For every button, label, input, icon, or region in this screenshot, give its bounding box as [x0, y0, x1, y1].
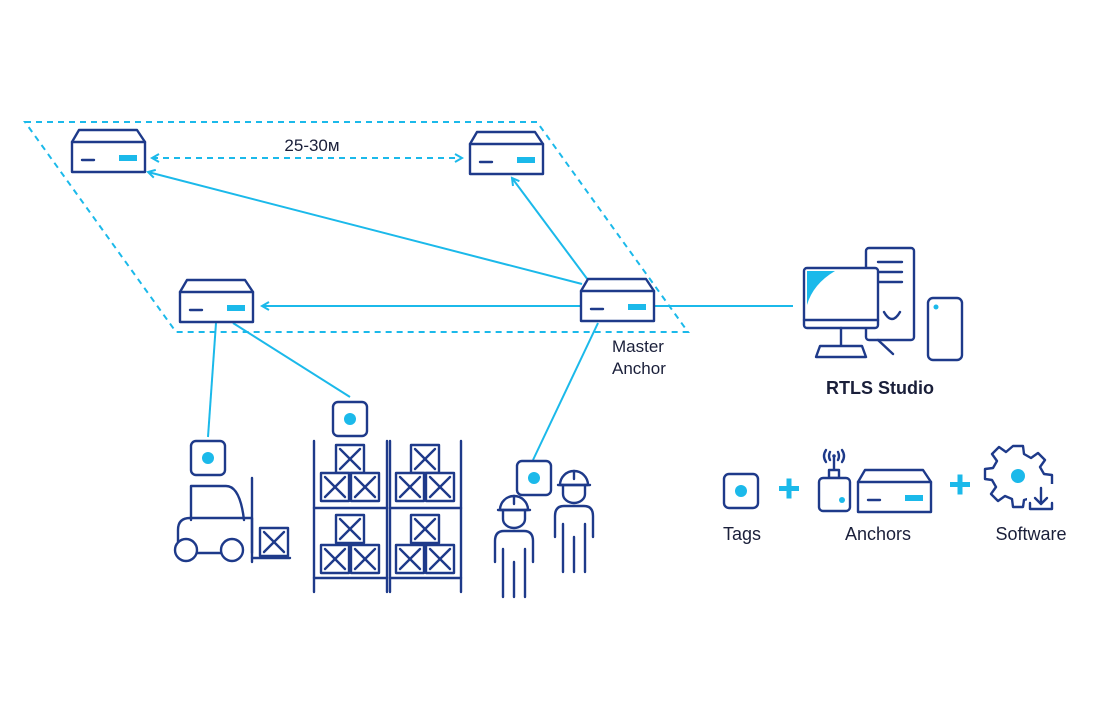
coverage-zone [23, 121, 690, 333]
antenna-icon [817, 448, 852, 513]
anchor-icon [468, 130, 545, 176]
software-label: Software [995, 524, 1066, 544]
warehouse-rack-icon [312, 439, 463, 594]
master-anchor-label-line2: Anchor [612, 359, 666, 378]
tag-connections [207, 322, 599, 461]
smartphone-icon [926, 296, 964, 362]
worker-icon [493, 494, 535, 599]
anchor-icon [70, 128, 147, 174]
tag-icon [515, 459, 553, 497]
tag-icon [722, 472, 760, 510]
forklift-icon [173, 476, 292, 564]
anchor-icon [856, 468, 933, 514]
distance-label: 25-30м [284, 136, 339, 155]
anchor-connections [148, 172, 793, 306]
master-anchor-icon [579, 277, 656, 323]
anchors-label: Anchors [845, 524, 911, 544]
gear-download-icon [983, 444, 1055, 512]
tag-icon [189, 439, 227, 477]
plus-icon [950, 474, 970, 495]
anchor-icon [178, 278, 255, 324]
plus-icon [779, 478, 799, 499]
worker-icon [553, 469, 595, 574]
software-name: RTLS Studio [826, 378, 934, 398]
computer-icon [802, 246, 916, 359]
tags-label: Tags [723, 524, 761, 544]
master-anchor-label-line1: Master [612, 337, 664, 356]
tag-icon [331, 400, 369, 438]
